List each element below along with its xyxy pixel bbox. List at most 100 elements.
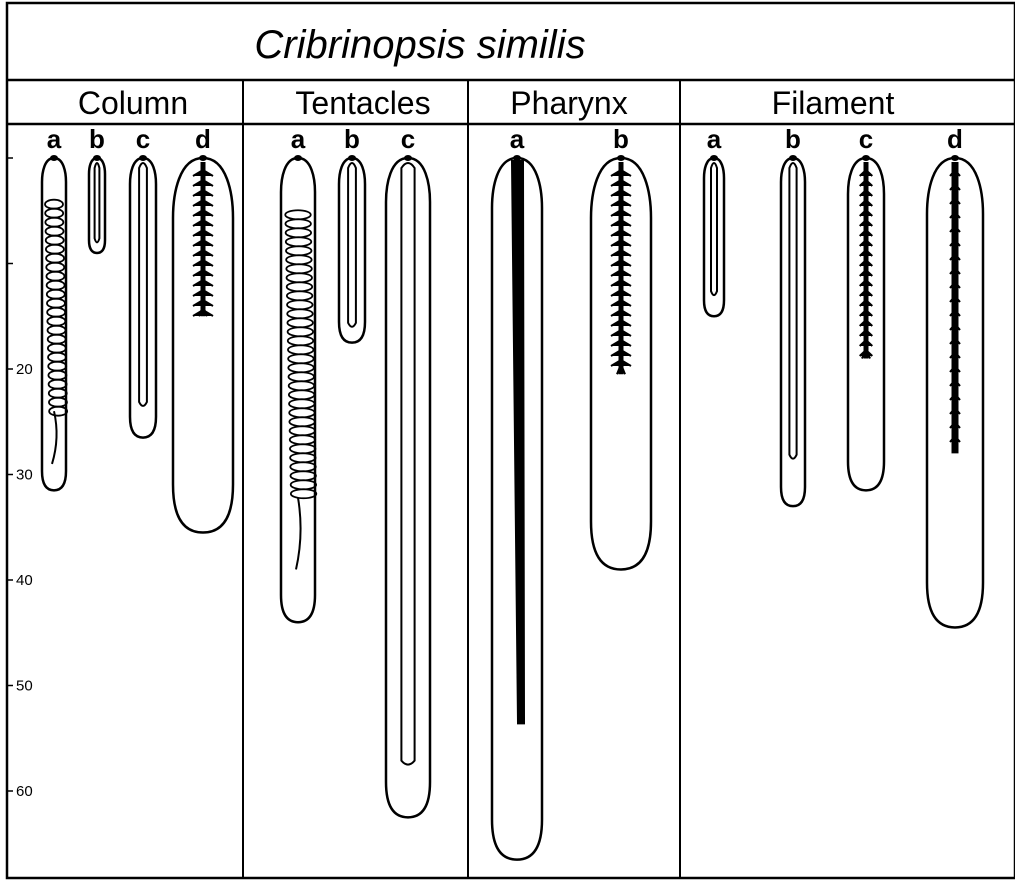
column-d-thread-spine bbox=[193, 250, 213, 256]
column-a-thread-coil bbox=[45, 209, 63, 218]
column-d-thread-spine bbox=[193, 300, 213, 306]
column-b-capsule-tip bbox=[93, 155, 101, 161]
axis-tick-label-50: 50 bbox=[16, 678, 33, 695]
column-a-thread-coil bbox=[46, 272, 64, 281]
tentacles-a-thread-coil bbox=[288, 372, 314, 381]
pharynx-b-thread-spine bbox=[611, 210, 631, 216]
column-d-thread-spine bbox=[193, 240, 213, 246]
tentacles-a-thread-coil bbox=[286, 264, 312, 273]
tentacles-a-thread-coil bbox=[286, 237, 312, 246]
column-d-thread-spine bbox=[193, 310, 213, 316]
tentacles-a-thread-coil bbox=[286, 228, 312, 237]
pharynx-b-thread-spine bbox=[611, 170, 631, 176]
column-a-thread-coil bbox=[45, 218, 63, 227]
capsule-drawings: abcdabcababcd bbox=[42, 124, 983, 860]
column-d-thread-spine bbox=[193, 190, 213, 196]
pharynx-b-thread-spine bbox=[611, 280, 631, 286]
filament-c-type-label: c bbox=[859, 124, 873, 154]
pharynx-b-thread-spine bbox=[611, 290, 631, 296]
column-a-thread-coil bbox=[48, 326, 66, 335]
tentacles-a-thread-coil bbox=[288, 336, 314, 345]
pharynx-b-thread-spine bbox=[611, 330, 631, 336]
pharynx-b-thread-spine bbox=[611, 240, 631, 246]
tentacles-c-capsule-outline bbox=[386, 158, 430, 817]
tentacles-a-thread-coil bbox=[288, 327, 314, 336]
column-a-thread-coil bbox=[47, 290, 65, 299]
pharynx-b-thread-spine bbox=[611, 310, 631, 316]
tentacles-a-thread-coil bbox=[286, 246, 312, 255]
column-b-type-label: b bbox=[89, 124, 105, 154]
tentacles-a-thread-coil bbox=[289, 381, 315, 390]
column-a-thread-coil bbox=[49, 380, 67, 389]
header-tentacles: Tentacles bbox=[295, 85, 430, 121]
pharynx-a-thread bbox=[513, 162, 523, 722]
column-d-thread-spine bbox=[193, 220, 213, 226]
tentacles-a-thread-coil bbox=[287, 291, 313, 300]
filament-c-thread-spine bbox=[860, 310, 873, 316]
column-a-thread-coil bbox=[47, 317, 65, 326]
pharynx-b-thread-spine bbox=[611, 230, 631, 236]
column-b-nematocyst: b bbox=[89, 124, 105, 253]
column-a-thread-coil bbox=[45, 200, 63, 209]
tentacles-a-thread-coil bbox=[287, 300, 313, 309]
filament-c-thread-spine bbox=[860, 260, 873, 266]
column-d-type-label: d bbox=[195, 124, 211, 154]
column-d-thread-spine bbox=[193, 170, 213, 176]
axis-tick-label-30: 30 bbox=[16, 467, 33, 484]
column-a-thread-coil bbox=[46, 263, 64, 272]
header-column: Column bbox=[78, 85, 188, 121]
column-a-thread-coil bbox=[46, 227, 64, 236]
pharynx-b-capsule-tip bbox=[617, 155, 625, 161]
column-c-thread bbox=[139, 163, 147, 406]
column-a-thread-coil bbox=[49, 407, 67, 416]
column-d-thread-spine bbox=[193, 230, 213, 236]
tentacles-a-nematocyst: a bbox=[281, 124, 316, 622]
tentacles-b-capsule-outline bbox=[339, 158, 365, 343]
pharynx-b-thread-spine bbox=[611, 250, 631, 256]
column-a-thread-coil bbox=[48, 335, 66, 344]
tentacles-a-capsule-tip bbox=[294, 155, 302, 161]
pharynx-a-nematocyst: a bbox=[492, 124, 542, 860]
filament-c-thread-spine bbox=[860, 290, 873, 296]
filament-c-thread-spine bbox=[860, 230, 873, 236]
figure-title: Cribrinopsis similis bbox=[254, 23, 585, 67]
column-a-type-label: a bbox=[47, 124, 62, 154]
tentacles-a-thread-coil bbox=[289, 399, 315, 408]
column-a-thread-coil bbox=[46, 245, 64, 254]
tentacles-a-thread-coil bbox=[289, 417, 315, 426]
tentacles-a-thread-coil bbox=[290, 435, 316, 444]
filament-d-type-label: d bbox=[947, 124, 963, 154]
tentacles-a-thread-coil bbox=[287, 318, 313, 327]
filament-c-thread-spine bbox=[860, 250, 873, 256]
filament-c-thread-spine bbox=[860, 240, 873, 246]
filament-b-thread bbox=[789, 163, 796, 459]
tentacles-a-thread-coil bbox=[290, 471, 316, 480]
tentacles-b-capsule-tip bbox=[348, 155, 356, 161]
tentacles-b-thread bbox=[348, 163, 356, 327]
tentacles-a-thread-coil bbox=[287, 273, 313, 282]
column-d-thread-spine bbox=[193, 280, 213, 286]
column-c-capsule-tip bbox=[139, 155, 147, 161]
column-d-thread-spine bbox=[193, 290, 213, 296]
length-scale-axis: 2030405060 bbox=[7, 158, 33, 800]
column-a-thread-coil bbox=[46, 236, 64, 245]
column-a-thread-coil bbox=[46, 254, 64, 263]
tentacles-a-thread-coil bbox=[288, 354, 314, 363]
filament-c-thread-spine bbox=[860, 270, 873, 276]
tentacles-a-thread-coil bbox=[288, 345, 314, 354]
pharynx-b-thread-spine bbox=[611, 300, 631, 306]
pharynx-b-nematocyst: b bbox=[591, 124, 651, 569]
column-a-thread-coil bbox=[47, 299, 65, 308]
tentacles-a-thread-coil bbox=[287, 309, 313, 318]
filament-a-type-label: a bbox=[707, 124, 722, 154]
pharynx-b-thread-spine bbox=[611, 350, 631, 356]
column-d-nematocyst: d bbox=[173, 124, 233, 533]
tentacles-a-thread-coil bbox=[285, 210, 311, 219]
column-a-thread-coil bbox=[47, 308, 65, 317]
filament-b-type-label: b bbox=[785, 124, 801, 154]
column-a-thread-coil bbox=[48, 362, 66, 371]
tentacles-a-type-label: a bbox=[291, 124, 306, 154]
column-d-thread-spine bbox=[193, 180, 213, 186]
column-a-capsule-tip bbox=[50, 155, 58, 161]
filament-c-thread-spine bbox=[860, 190, 873, 196]
